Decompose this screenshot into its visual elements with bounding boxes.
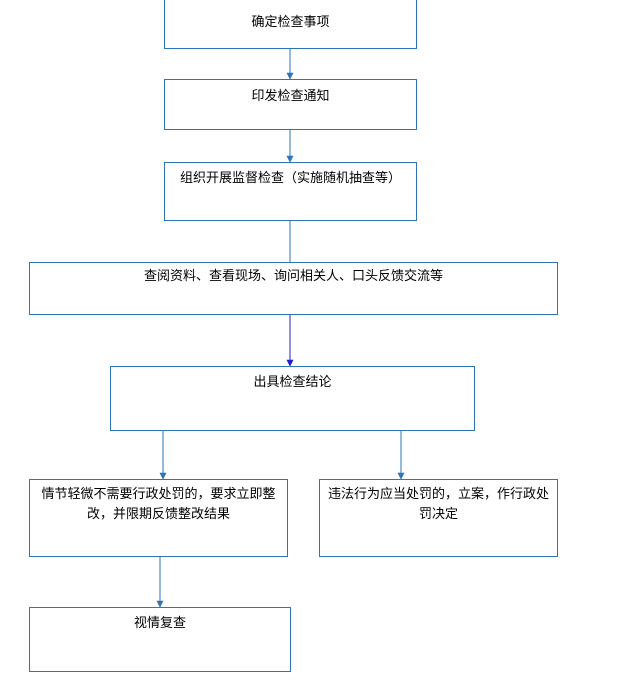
step-label: 情节轻微不需要行政处罚的，要求立即整改，并限期反馈整改结果 bbox=[41, 487, 276, 522]
step-label: 印发检查通知 bbox=[251, 89, 330, 104]
step-label: 视情复查 bbox=[133, 616, 186, 631]
step-follow-up-check: 视情复查 bbox=[29, 607, 291, 672]
step-review-materials: 查阅资料、查看现场、询问相关人、口头反馈交流等 bbox=[29, 262, 558, 315]
step-label: 组织开展监督检查（实施随机抽查等） bbox=[179, 171, 401, 186]
step-minor-rectification: 情节轻微不需要行政处罚的，要求立即整改，并限期反馈整改结果 bbox=[29, 479, 288, 557]
step-penalty-decision: 违法行为应当处罚的，立案，作行政处罚决定 bbox=[319, 479, 558, 557]
step-issue-inspection-notice: 印发检查通知 bbox=[164, 79, 417, 130]
step-label: 确定检查事项 bbox=[251, 15, 330, 30]
step-confirm-inspection-items: 确定检查事项 bbox=[164, 0, 417, 49]
step-organize-supervision: 组织开展监督检查（实施随机抽查等） bbox=[164, 162, 417, 221]
step-issue-conclusion: 出具检查结论 bbox=[110, 366, 475, 431]
step-label: 出具检查结论 bbox=[253, 375, 332, 390]
step-label: 违法行为应当处罚的，立案，作行政处罚决定 bbox=[328, 487, 550, 522]
step-label: 查阅资料、查看现场、询问相关人、口头反馈交流等 bbox=[143, 269, 443, 284]
